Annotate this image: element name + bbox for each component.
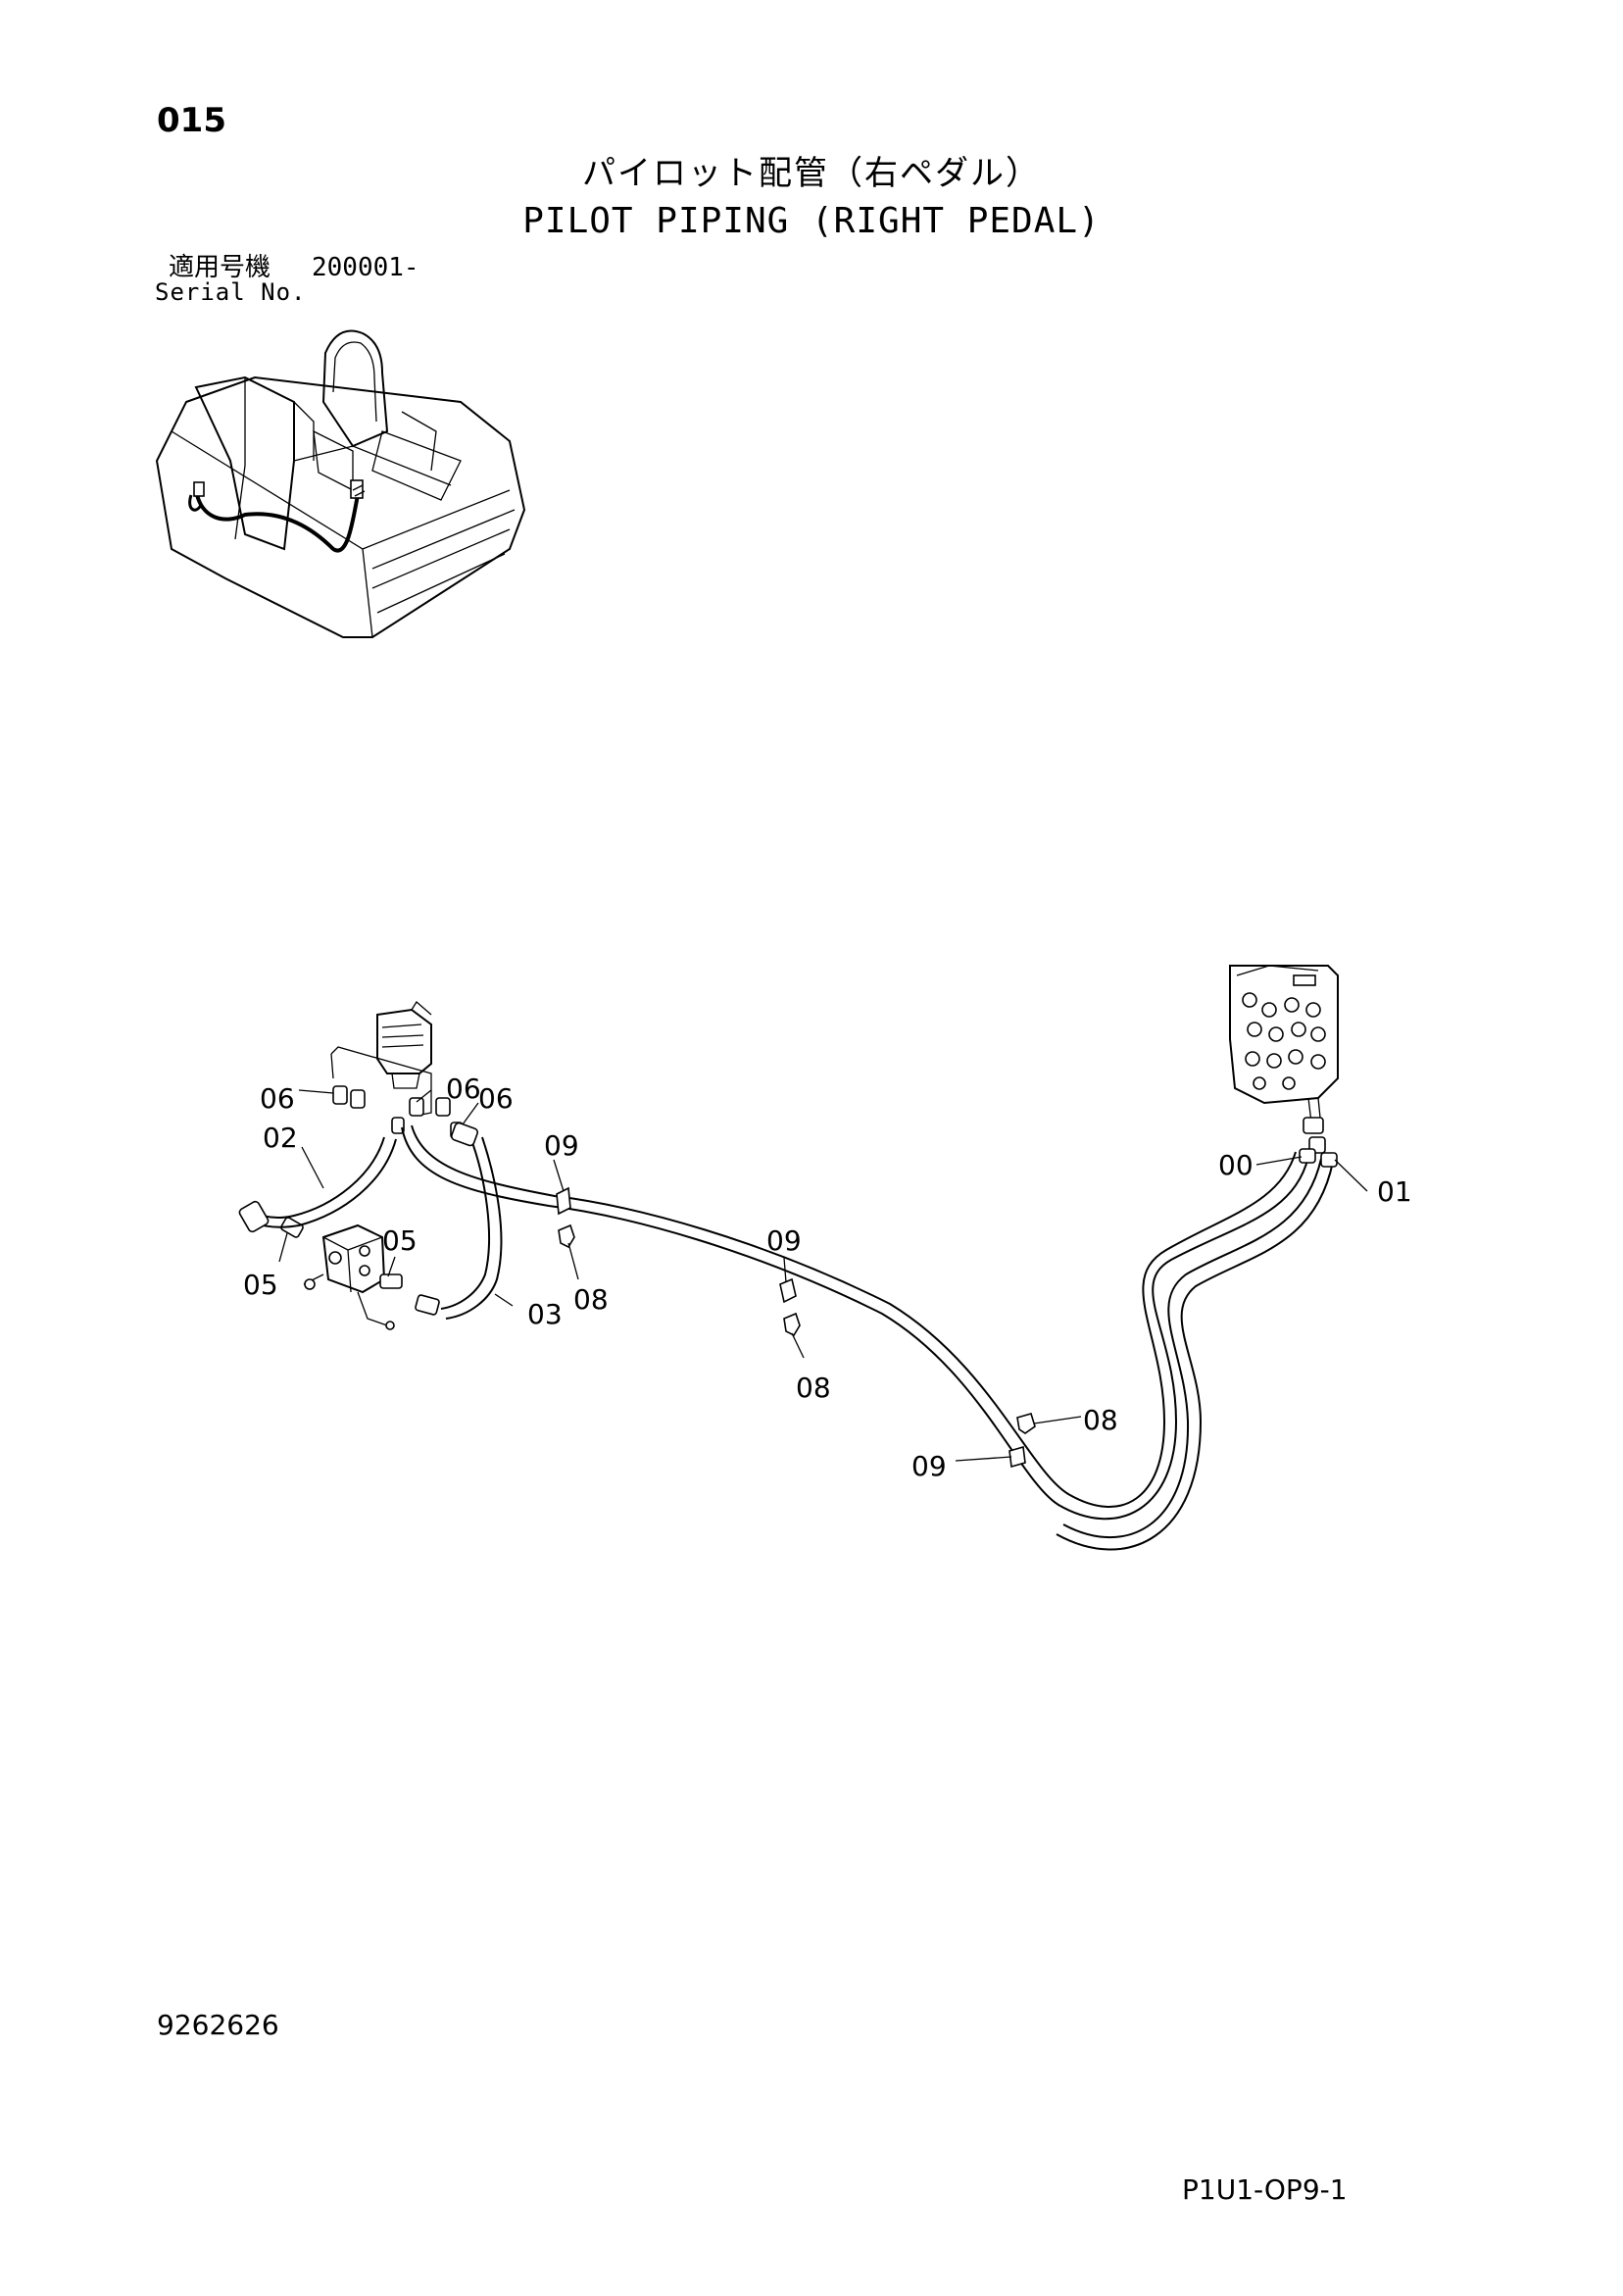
callout-02: 02 bbox=[263, 1122, 298, 1154]
title-english: PILOT PIPING (RIGHT PEDAL) bbox=[522, 201, 1101, 241]
callout-01: 01 bbox=[1377, 1175, 1412, 1208]
callout-00: 00 bbox=[1218, 1149, 1254, 1181]
callout-06: 06 bbox=[478, 1082, 514, 1115]
valve-ports bbox=[1242, 992, 1326, 1090]
callout-09: 09 bbox=[544, 1129, 579, 1162]
callout-03: 03 bbox=[527, 1298, 563, 1330]
serial-range: 200001- bbox=[312, 253, 419, 282]
leader-lines bbox=[278, 1089, 1368, 1462]
control-valve bbox=[1229, 965, 1339, 1168]
pedal-valve-assembly bbox=[280, 1001, 464, 1330]
clip bbox=[558, 1223, 1036, 1434]
serial-label-english: Serial No. bbox=[155, 278, 307, 306]
hose-00-01 bbox=[401, 1124, 1334, 1551]
hose-02 bbox=[238, 1136, 397, 1233]
callout-09: 09 bbox=[911, 1450, 947, 1482]
callout-labels: 06 06 06 02 09 05 05 08 03 09 08 08 09 0… bbox=[243, 1073, 1412, 1482]
document-number: 9262626 bbox=[157, 2009, 279, 2041]
elbow-fitting bbox=[332, 1085, 464, 1139]
callout-08: 08 bbox=[573, 1283, 609, 1316]
hose-03 bbox=[440, 1122, 503, 1320]
callout-06: 06 bbox=[446, 1073, 481, 1105]
page-number: 015 bbox=[157, 101, 226, 140]
machine-location-thumbnail bbox=[155, 329, 526, 638]
callout-05: 05 bbox=[382, 1224, 418, 1257]
callout-09: 09 bbox=[766, 1224, 802, 1257]
serial-label-japanese: 適用号機 bbox=[169, 253, 271, 282]
page-code: P1U1-OP9-1 bbox=[1182, 2173, 1348, 2206]
callout-06: 06 bbox=[260, 1082, 295, 1115]
title-japanese: パイロット配管（右ペダル） bbox=[582, 154, 1041, 193]
callout-05: 05 bbox=[243, 1269, 278, 1301]
callout-08: 08 bbox=[1083, 1404, 1118, 1436]
clamp bbox=[556, 1186, 1026, 1469]
callout-08: 08 bbox=[796, 1372, 831, 1404]
